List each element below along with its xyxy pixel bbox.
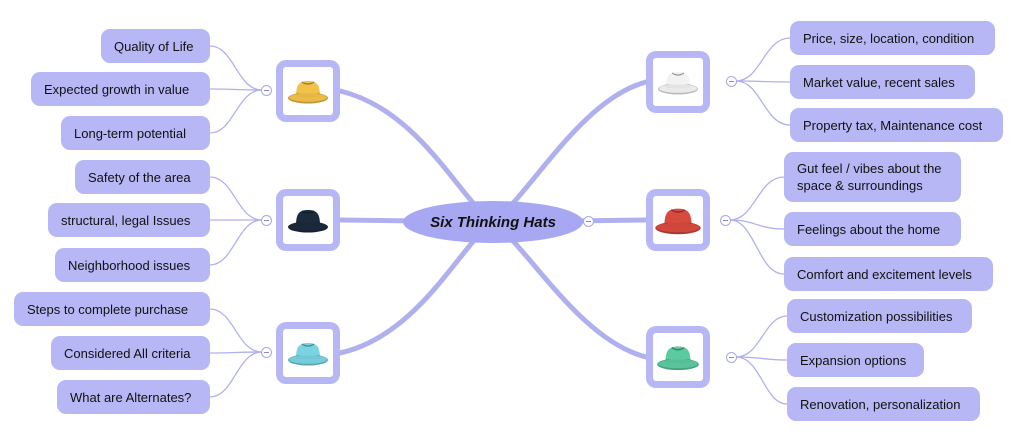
leaf-line-red-0 bbox=[729, 176, 785, 221]
yellow-hat-icon bbox=[288, 81, 328, 104]
leaf-line-black-0 bbox=[209, 176, 263, 221]
leaf-expansion-options[interactable]: Expansion options bbox=[787, 343, 924, 377]
leaf-line-blue-0 bbox=[209, 308, 263, 353]
red-hat-icon bbox=[655, 208, 701, 235]
leaf-line-black-2 bbox=[209, 219, 263, 266]
leaf-line-yellow-2 bbox=[209, 89, 263, 134]
leaf-line-white-1 bbox=[735, 80, 791, 83]
green-hat-icon bbox=[657, 346, 699, 371]
hat-node-yellow[interactable] bbox=[276, 60, 340, 122]
collapse-toggle-red[interactable] bbox=[720, 215, 731, 226]
leaf-customization[interactable]: Customization possibilities bbox=[787, 299, 972, 333]
leaf-long-term-potential[interactable]: Long-term potential bbox=[61, 116, 210, 150]
hat-node-white[interactable] bbox=[646, 51, 710, 113]
leaf-line-red-2 bbox=[729, 219, 785, 275]
leaf-expected-growth[interactable]: Expected growth in value bbox=[31, 72, 210, 106]
leaf-renovation[interactable]: Renovation, personalization bbox=[787, 387, 980, 421]
leaf-feelings-about-home[interactable]: Feelings about the home bbox=[784, 212, 961, 246]
leaf-property-tax[interactable]: Property tax, Maintenance cost bbox=[790, 108, 1003, 142]
collapse-toggle-central[interactable] bbox=[583, 216, 594, 227]
leaf-line-white-2 bbox=[735, 80, 791, 126]
leaf-line-red-1 bbox=[729, 219, 785, 230]
leaf-market-value[interactable]: Market value, recent sales bbox=[790, 65, 975, 99]
leaf-price-size-location[interactable]: Price, size, location, condition bbox=[790, 21, 995, 55]
leaf-line-white-0 bbox=[735, 37, 791, 82]
hat-node-red[interactable] bbox=[646, 189, 710, 251]
leaf-quality-of-life[interactable]: Quality of Life bbox=[101, 29, 210, 63]
leaf-line-yellow-1 bbox=[209, 88, 263, 91]
hat-node-green[interactable] bbox=[646, 326, 710, 388]
leaf-alternates[interactable]: What are Alternates? bbox=[57, 380, 210, 414]
leaf-safety-of-area[interactable]: Safety of the area bbox=[75, 160, 210, 194]
hat-node-black[interactable] bbox=[276, 189, 340, 251]
white-hat-icon bbox=[658, 72, 698, 95]
hat-node-blue[interactable] bbox=[276, 322, 340, 384]
leaf-line-green-0 bbox=[735, 315, 788, 358]
collapse-toggle-yellow[interactable] bbox=[261, 85, 272, 96]
leaf-line-yellow-0 bbox=[209, 45, 263, 91]
leaf-comfort-excitement[interactable]: Comfort and excitement levels bbox=[784, 257, 993, 291]
leaf-neighborhood-issues[interactable]: Neighborhood issues bbox=[55, 248, 210, 282]
leaf-gut-feel[interactable]: Gut feel / vibes about the space & surro… bbox=[784, 152, 961, 202]
leaf-structural-legal[interactable]: structural, legal Issues bbox=[48, 203, 210, 237]
black-hat-icon bbox=[288, 210, 328, 233]
collapse-toggle-black[interactable] bbox=[261, 215, 272, 226]
leaf-steps-to-complete[interactable]: Steps to complete purchase bbox=[14, 292, 210, 326]
collapse-toggle-green[interactable] bbox=[726, 352, 737, 363]
leaf-line-blue-1 bbox=[209, 351, 263, 354]
leaf-considered-criteria[interactable]: Considered All criteria bbox=[51, 336, 210, 370]
central-topic[interactable]: Six Thinking Hats bbox=[403, 201, 583, 243]
blue-hat-icon bbox=[288, 343, 328, 366]
leaf-line-green-2 bbox=[735, 356, 788, 405]
leaf-line-blue-2 bbox=[209, 351, 263, 398]
leaf-line-green-1 bbox=[735, 356, 788, 361]
collapse-toggle-blue[interactable] bbox=[261, 347, 272, 358]
collapse-toggle-white[interactable] bbox=[726, 76, 737, 87]
